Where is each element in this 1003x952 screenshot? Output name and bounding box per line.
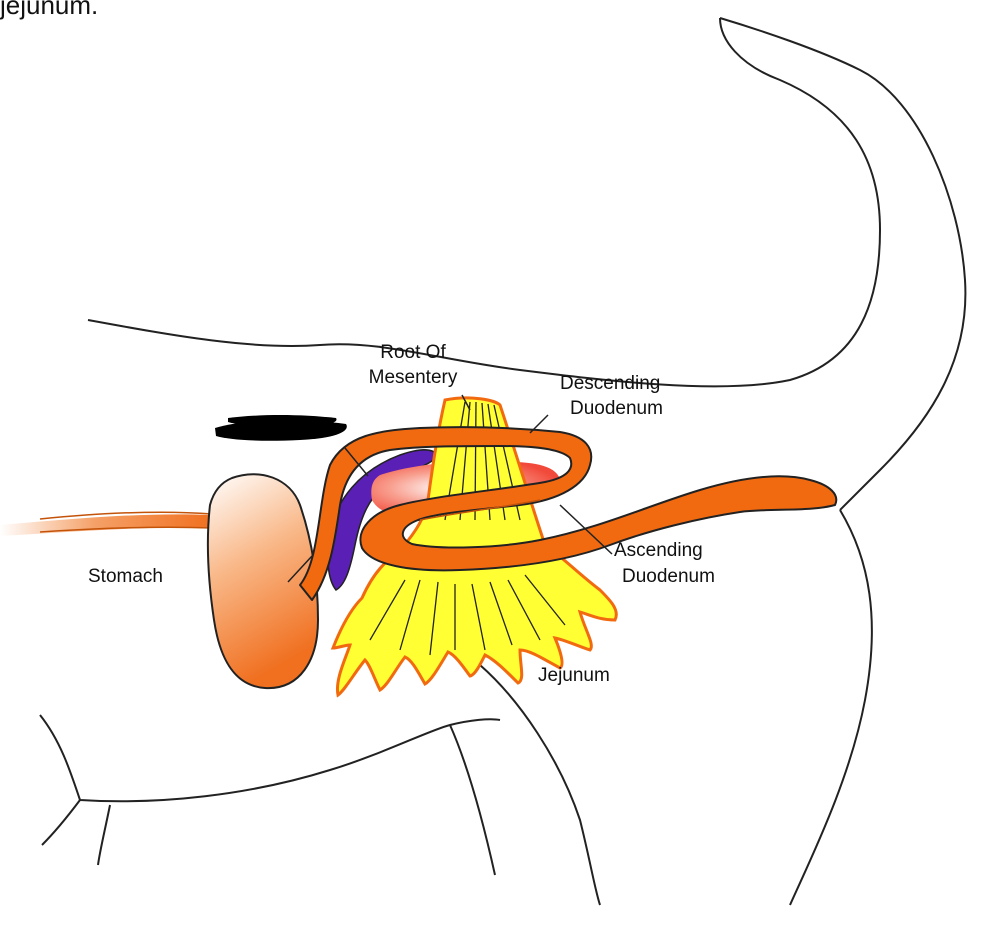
leader-lines xyxy=(287,394,613,583)
intestine-tubes xyxy=(299,426,838,601)
label-root-line1: Root Of xyxy=(380,342,446,363)
esophagus xyxy=(0,514,212,536)
label-descending-line2: Duodenum xyxy=(570,398,663,419)
caption-fragment: jejunum. xyxy=(0,0,99,20)
label-ascending-line1: Ascending xyxy=(614,540,703,561)
label-stomach: Stomach xyxy=(88,566,163,587)
label-ascending-line2: Duodenum xyxy=(622,566,715,587)
redaction-mark xyxy=(215,415,347,441)
label-jejunum: Jejunum xyxy=(538,665,610,686)
body-outline xyxy=(39,17,967,906)
label-root-line2: Mesentery xyxy=(368,367,458,388)
descending-duodenum-tube xyxy=(299,426,838,601)
stomach-shape xyxy=(206,473,320,690)
label-descending-line1: Descending xyxy=(560,373,661,394)
